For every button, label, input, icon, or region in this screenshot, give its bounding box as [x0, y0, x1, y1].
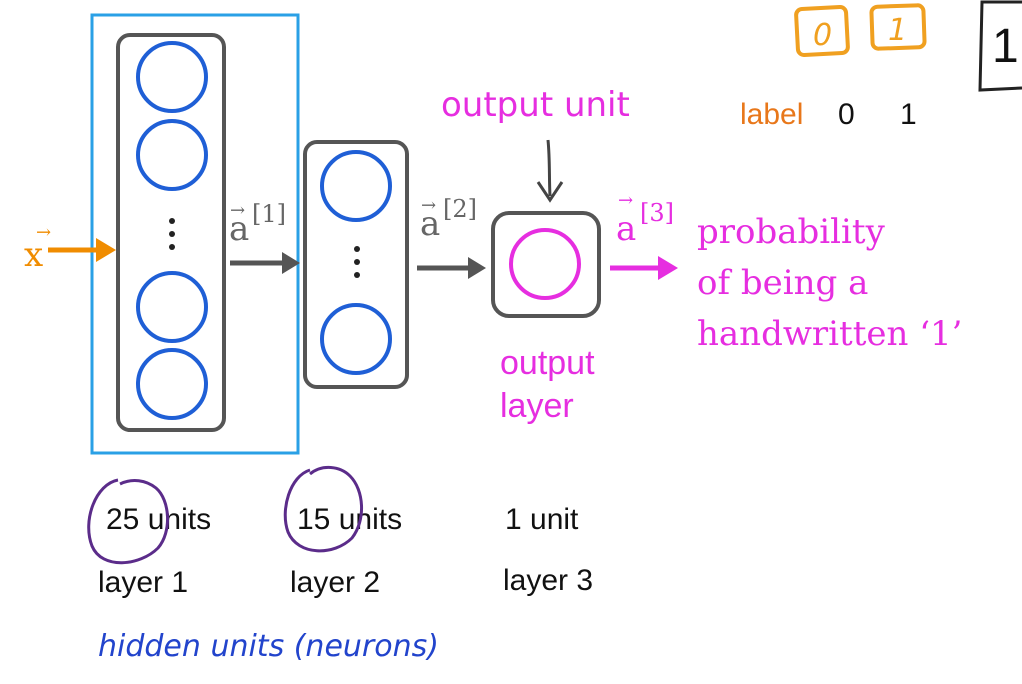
output-neuron — [509, 228, 581, 300]
layer-2-ellipsis-dot — [354, 272, 360, 278]
layer-1-neuron — [136, 119, 208, 191]
layer-1-name: layer 1 — [98, 566, 188, 599]
output-unit-pointer — [546, 139, 552, 197]
a1-superscript: [1] — [252, 200, 286, 228]
layer-3-name: layer 3 — [503, 564, 593, 597]
layer-1-highlight-box — [90, 13, 300, 455]
corner-digit: 1 — [992, 20, 1019, 73]
layer-1-neuron — [136, 41, 208, 113]
probability-line-1: probability — [697, 212, 886, 252]
label-box-0-digit: 0 — [813, 18, 832, 53]
a2-label: a — [420, 204, 440, 244]
input-arrow-head — [96, 238, 116, 262]
probability-line-3: handwritten ‘1’ — [697, 314, 962, 354]
input-x-label: x — [24, 235, 43, 275]
layer-1-frame — [116, 33, 226, 432]
a3-vector-accent: → — [618, 190, 633, 211]
layer-2-neuron — [320, 150, 392, 222]
hidden-units-note: hidden units (neurons) — [98, 629, 439, 664]
layer-2-units: 15 units — [297, 503, 402, 536]
label-value-0: 0 — [838, 98, 855, 131]
a1-vector-accent: → — [230, 200, 245, 221]
a3-label: a — [616, 209, 636, 249]
a2-vector-accent: → — [421, 195, 436, 216]
layer-1-ellipsis-dot — [169, 231, 175, 237]
output-layer-label-line1: output — [500, 344, 595, 382]
layer-1-ellipsis-dot — [169, 218, 175, 224]
a2-superscript: [2] — [443, 195, 477, 223]
layer-2-count-circle — [283, 466, 364, 553]
label-word: label — [740, 98, 803, 131]
layer-2-frame — [303, 140, 409, 389]
a3-superscript: [3] — [640, 199, 674, 227]
probability-line-2: of being a — [697, 263, 868, 303]
layer-1-units: 25 units — [106, 503, 211, 536]
arrow-layer2-to-output-head — [468, 257, 486, 279]
layer-2-ellipsis-dot — [354, 246, 360, 252]
label-box-0 — [794, 5, 850, 57]
layer-2-neuron — [320, 303, 392, 375]
output-layer-frame — [491, 211, 601, 318]
output-layer-label-line2: layer — [500, 387, 574, 425]
layer-2-name: layer 2 — [290, 566, 380, 599]
layer-1-ellipsis-dot — [169, 244, 175, 250]
arrow-output-to-probability-head — [658, 256, 678, 280]
layer-1-neuron — [136, 271, 208, 343]
layer-3-units: 1 unit — [505, 503, 579, 536]
layer-1-count-circle — [87, 478, 170, 565]
corner-digit-frame — [978, 0, 1022, 92]
a1-label: a — [229, 209, 249, 249]
output-unit-note: output unit — [441, 85, 630, 125]
layer-1-neuron — [136, 348, 208, 420]
layer-2-ellipsis-dot — [354, 259, 360, 265]
label-box-1 — [869, 3, 927, 51]
input-x-arrow-accent: → — [36, 222, 51, 243]
arrow-layer1-to-layer2-head — [282, 252, 300, 274]
output-unit-pointer-head — [536, 181, 564, 203]
label-value-1: 1 — [900, 98, 917, 131]
label-box-1-digit: 1 — [888, 13, 907, 48]
